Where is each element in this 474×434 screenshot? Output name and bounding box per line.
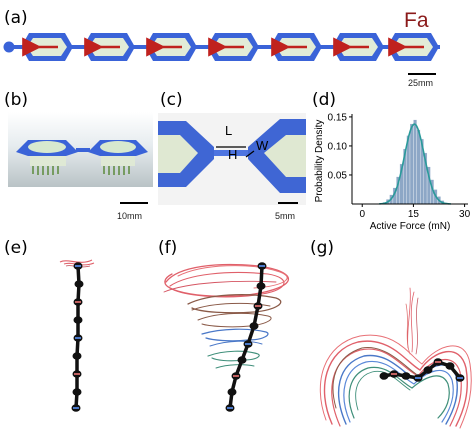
chain-module <box>445 362 455 370</box>
robot-module <box>387 33 439 61</box>
module-side-photo <box>8 112 153 187</box>
end-node <box>3 41 15 53</box>
chain-module <box>423 366 433 374</box>
chain-module <box>237 356 247 364</box>
robot-chain-photo: Fa 25mm <box>3 9 440 88</box>
dim-label-w: W <box>256 138 269 153</box>
panel-label-c: (c) <box>160 90 183 110</box>
panel-label-g: (g) <box>310 238 335 258</box>
y-axis-label: Probability Density <box>314 120 325 203</box>
panel-label-a: (a) <box>4 8 28 28</box>
histogram-bar <box>409 123 414 205</box>
gaussian-fit-line <box>379 123 451 205</box>
force-label-fa: Fa <box>404 9 429 32</box>
module-right <box>88 140 148 175</box>
robot-module <box>145 33 197 61</box>
robot-module <box>332 33 384 61</box>
hinge-closeup-photo: L H W <box>158 113 306 205</box>
chain-module <box>72 352 82 360</box>
chain-module <box>74 280 84 288</box>
dim-label-h: H <box>228 147 237 162</box>
histogram-bar <box>413 119 417 205</box>
panel-label-d: (d) <box>312 90 337 110</box>
chain-module <box>401 372 411 380</box>
arch-trajectory-photo <box>319 287 472 429</box>
panel-label-f: (f) <box>158 238 178 258</box>
histogram-bar <box>416 129 421 205</box>
module-left <box>16 140 78 175</box>
robot-module <box>270 33 322 61</box>
spiral-trajectory-photo <box>163 262 290 412</box>
scale-bar-c <box>278 202 298 204</box>
robot-module <box>83 33 135 61</box>
chain-module <box>227 388 237 396</box>
force-histogram-chart: 0 15 30 0.05 0.10 0.15 Active Force (mN) Pro… <box>314 112 471 232</box>
y-tick-label: 0.15 <box>328 112 348 123</box>
chain-module <box>249 322 259 330</box>
x-tick-label: 15 <box>408 209 420 220</box>
scale-text-a: 25mm <box>408 78 433 88</box>
scale-text-b: 10mm <box>117 211 143 221</box>
x-axis-label: Active Force (mN) <box>370 221 451 232</box>
panel-label-e: (e) <box>4 238 28 258</box>
x-tick-label: 0 <box>359 209 365 220</box>
vertical-chain-photo <box>59 259 95 412</box>
chain-module <box>72 388 82 396</box>
scale-bar-b <box>120 202 148 204</box>
x-tick-label: 30 <box>459 209 471 220</box>
scale-text-c: 5mm <box>275 211 295 221</box>
chain-module <box>379 372 389 380</box>
y-tick-label: 0.10 <box>328 141 348 152</box>
y-tick-label: 0.05 <box>328 170 348 181</box>
dim-label-l: L <box>225 123 232 138</box>
panel-label-b: (b) <box>4 90 29 110</box>
robot-module <box>207 33 259 61</box>
chain-module <box>256 282 266 290</box>
scale-bar-a <box>408 73 436 75</box>
chain-module <box>73 316 83 324</box>
robot-module <box>21 33 73 61</box>
